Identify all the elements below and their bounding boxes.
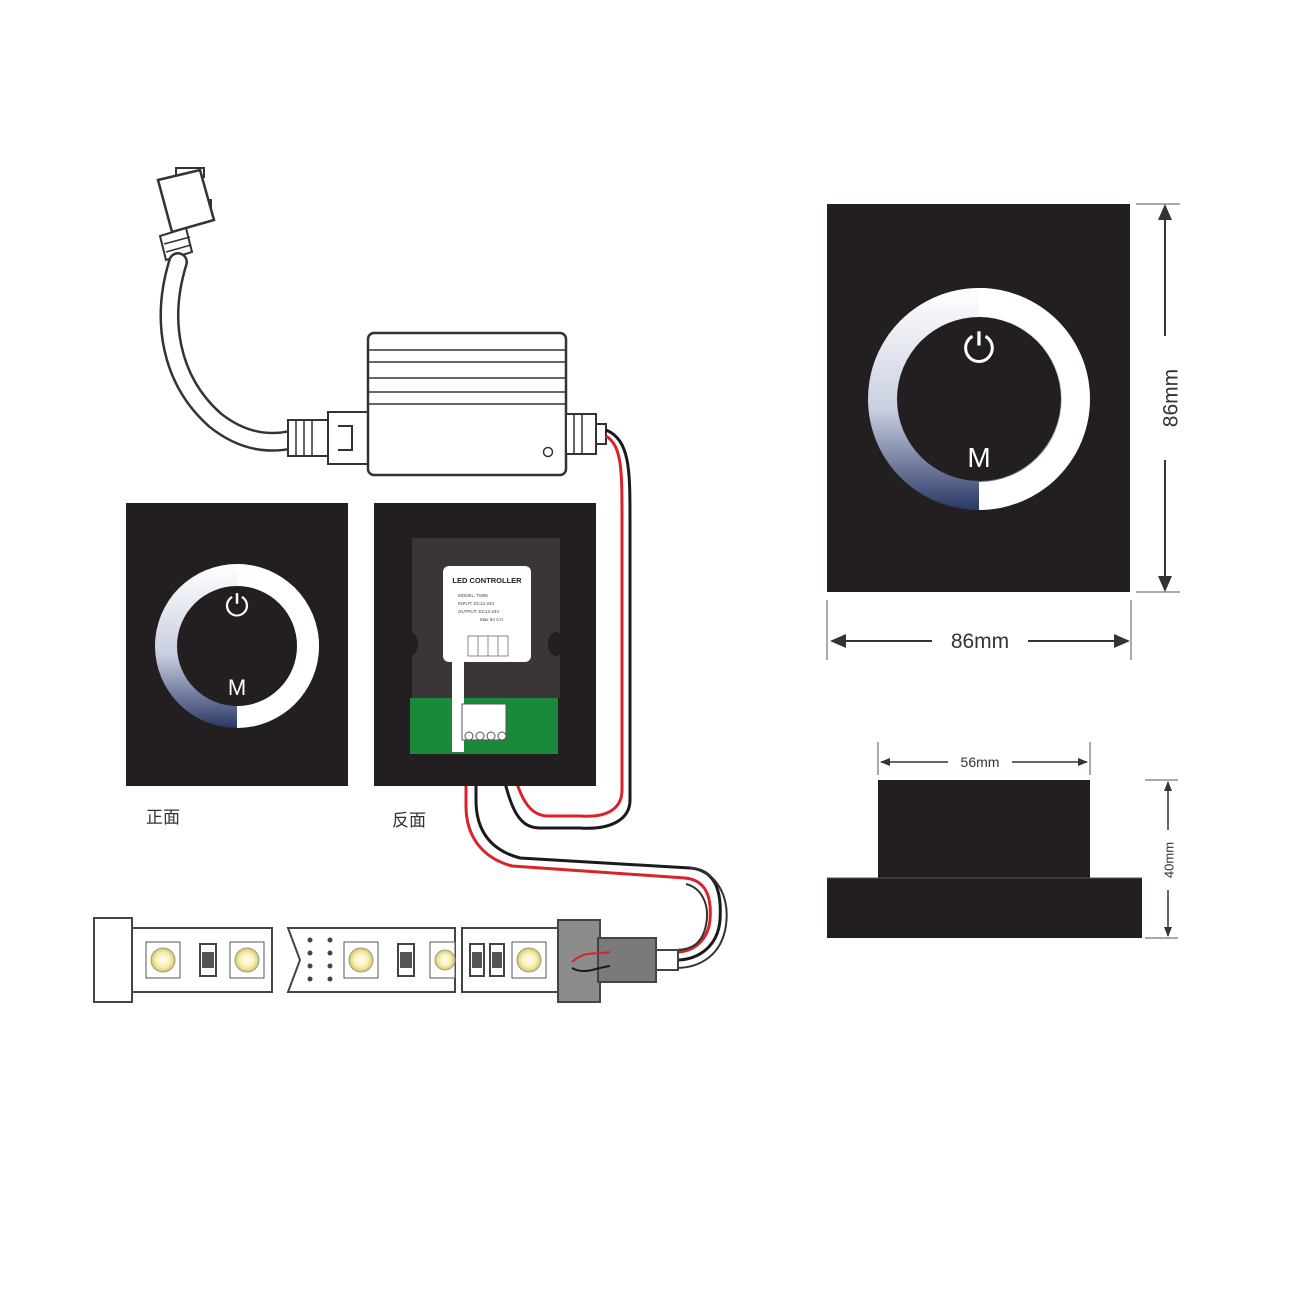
led-chip [429,941,456,979]
large-mode-label: M [967,442,990,473]
resistor [199,943,217,977]
resistor [397,943,415,977]
large-panel: ⏻ M [827,204,1130,592]
side-view [827,780,1142,938]
solder-pads [307,937,333,982]
controller-label: LED CONTROLLER [452,576,522,585]
front-power-icon: ⏻ [225,590,249,623]
power-plug [156,167,216,262]
led-chip [511,941,547,979]
power-cable [159,252,300,452]
led-chip [145,941,181,979]
resistor [489,943,505,977]
led-chip [229,941,265,979]
spec-line: INPUT: DC12-24V [458,601,495,606]
cable-strain-relief [287,411,371,465]
height-label: 86mm [1160,369,1183,427]
top-width-dimension: 56mm [877,742,1091,775]
led-chip [343,941,379,979]
top-width-label: 56mm [961,754,1000,770]
side-height-label: 40mm [1161,842,1176,878]
back-panel-caption: 反面 [392,811,426,831]
large-power-icon: ⏻ [963,327,995,371]
spec-line: OUTPUT: DC12-24V [458,609,500,614]
front-mode-label: M [228,675,246,700]
back-panel: LED CONTROLLER MODEL: TM06 INPUT: DC12-2… [374,503,596,786]
spec-line: Max 8A CH [480,617,503,622]
wires [464,428,728,969]
led-strip [93,917,679,1003]
side-height-dimension: 40mm [1145,779,1178,939]
spec-line: MODEL: TM06 [458,593,488,598]
front-panel: ⏻ M [126,503,348,786]
resistor [469,943,485,977]
height-dimension: 86mm [1136,203,1183,593]
width-label: 86mm [951,630,1009,653]
power-supply-box [366,331,607,477]
front-panel-caption: 正面 [146,808,180,828]
width-dimension: 86mm [826,600,1132,660]
